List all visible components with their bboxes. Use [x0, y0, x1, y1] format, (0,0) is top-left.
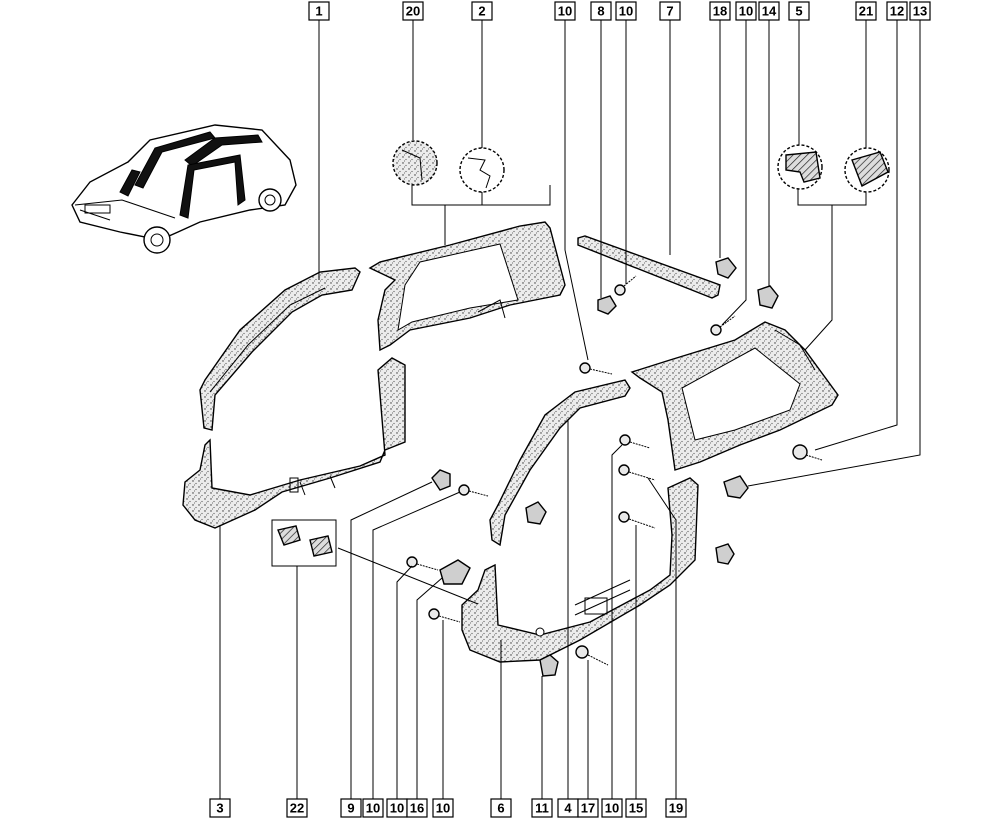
top-label-13: 12	[886, 1, 908, 21]
top-label-text-6: 10	[619, 4, 633, 19]
top-label-text-10: 14	[762, 4, 777, 19]
top-label-14: 13	[909, 1, 931, 21]
screw-10f	[428, 608, 461, 623]
bottom-label-text-14: 19	[669, 801, 683, 816]
top-label-text-14: 13	[913, 4, 927, 19]
clip-13	[723, 475, 749, 499]
top-label-1: 1	[308, 1, 330, 21]
top-label-text-8: 18	[713, 4, 727, 19]
bottom-callout-labels: 3 22 9 10 10 16 10 6 11 4 17 10 15 19	[209, 798, 687, 818]
top-label-text-13: 12	[890, 4, 904, 19]
bottom-label-14: 19	[665, 798, 687, 818]
top-label-text-11: 5	[795, 4, 802, 19]
clip-pillar-a	[525, 501, 547, 525]
top-label-text-1: 1	[315, 4, 322, 19]
clip-14	[757, 285, 779, 309]
screw-10e	[458, 484, 489, 497]
top-label-text-5: 8	[597, 4, 604, 19]
clip-18	[715, 257, 737, 279]
bottom-label-10: 4	[557, 798, 579, 818]
screw-17	[575, 645, 609, 666]
bottom-label-text-11: 17	[581, 801, 595, 816]
bracket-16	[439, 559, 471, 585]
bottom-label-text-13: 15	[629, 801, 643, 816]
top-label-11: 5	[788, 1, 810, 21]
bottom-label-11: 17	[577, 798, 599, 818]
bottom-label-text-6: 16	[410, 801, 424, 816]
top-label-2: 20	[402, 1, 424, 21]
bottom-label-12: 10	[601, 798, 623, 818]
bottom-label-text-12: 10	[605, 801, 619, 816]
top-label-5: 8	[590, 1, 612, 21]
bottom-label-text-5: 10	[390, 801, 404, 816]
top-label-text-3: 2	[478, 4, 485, 19]
clip-11	[539, 654, 559, 677]
top-label-text-4: 10	[558, 4, 572, 19]
top-label-7: 7	[659, 1, 681, 21]
detail-circles	[392, 140, 890, 351]
part-6-lower-sill-trim	[461, 477, 699, 663]
fasteners	[406, 257, 823, 677]
bottom-label-5: 10	[386, 798, 408, 818]
top-label-4: 10	[554, 1, 576, 21]
bottom-label-text-1: 3	[216, 801, 223, 816]
part-5-21-rear-quarter-trim	[630, 321, 839, 471]
clip-pillar-b	[715, 543, 735, 565]
screw-10a	[579, 362, 613, 375]
bottom-label-13: 15	[625, 798, 647, 818]
bottom-label-6: 16	[406, 798, 428, 818]
top-label-text-12: 21	[859, 4, 873, 19]
top-label-text-9: 10	[739, 4, 753, 19]
part-20-2-door-frame-trim	[368, 221, 566, 352]
bottom-label-text-3: 9	[347, 801, 354, 816]
leader-lines	[219, 20, 921, 800]
bottom-label-2: 22	[286, 798, 308, 818]
screw-12	[792, 444, 823, 461]
part-3-sill-and-pillar-trim	[182, 357, 406, 529]
bottom-label-7: 10	[432, 798, 454, 818]
top-label-8: 18	[709, 1, 731, 21]
clip-9	[431, 469, 451, 491]
bottom-label-text-2: 22	[290, 801, 304, 816]
top-callout-labels: 1 20 2 10 8 10 7 18 10 14 5 21 12 13	[308, 1, 931, 21]
bottom-label-text-8: 6	[497, 801, 504, 816]
part-1-windscreen-pillar-trim	[199, 267, 361, 431]
top-label-9: 10	[735, 1, 757, 21]
car-overview-illustration	[71, 124, 297, 254]
bottom-label-9: 11	[531, 798, 553, 818]
top-label-10: 14	[758, 1, 780, 21]
top-label-6: 10	[615, 1, 637, 21]
part-4-front-pillar-trim	[489, 379, 631, 547]
bottom-label-text-7: 10	[436, 801, 450, 816]
top-label-12: 21	[855, 1, 877, 21]
bottom-label-text-9: 11	[535, 801, 549, 816]
screw-10c	[710, 315, 736, 336]
bottom-label-3: 9	[340, 798, 362, 818]
clip-8	[597, 295, 617, 315]
bottom-label-text-10: 4	[564, 801, 572, 816]
screw-10d	[619, 434, 651, 449]
screw-10b	[614, 275, 637, 296]
bottom-label-text-4: 10	[366, 801, 380, 816]
screw-19	[618, 464, 656, 481]
screw-16	[406, 556, 439, 571]
top-label-3: 2	[471, 1, 493, 21]
part-7-roof-strip	[577, 235, 721, 299]
bottom-label-8: 6	[490, 798, 512, 818]
top-label-text-2: 20	[406, 4, 420, 19]
bottom-label-4: 10	[362, 798, 384, 818]
bottom-label-1: 3	[209, 798, 231, 818]
screw-15	[618, 511, 656, 529]
part-22-clip-set	[271, 519, 337, 567]
top-label-text-7: 7	[666, 4, 673, 19]
